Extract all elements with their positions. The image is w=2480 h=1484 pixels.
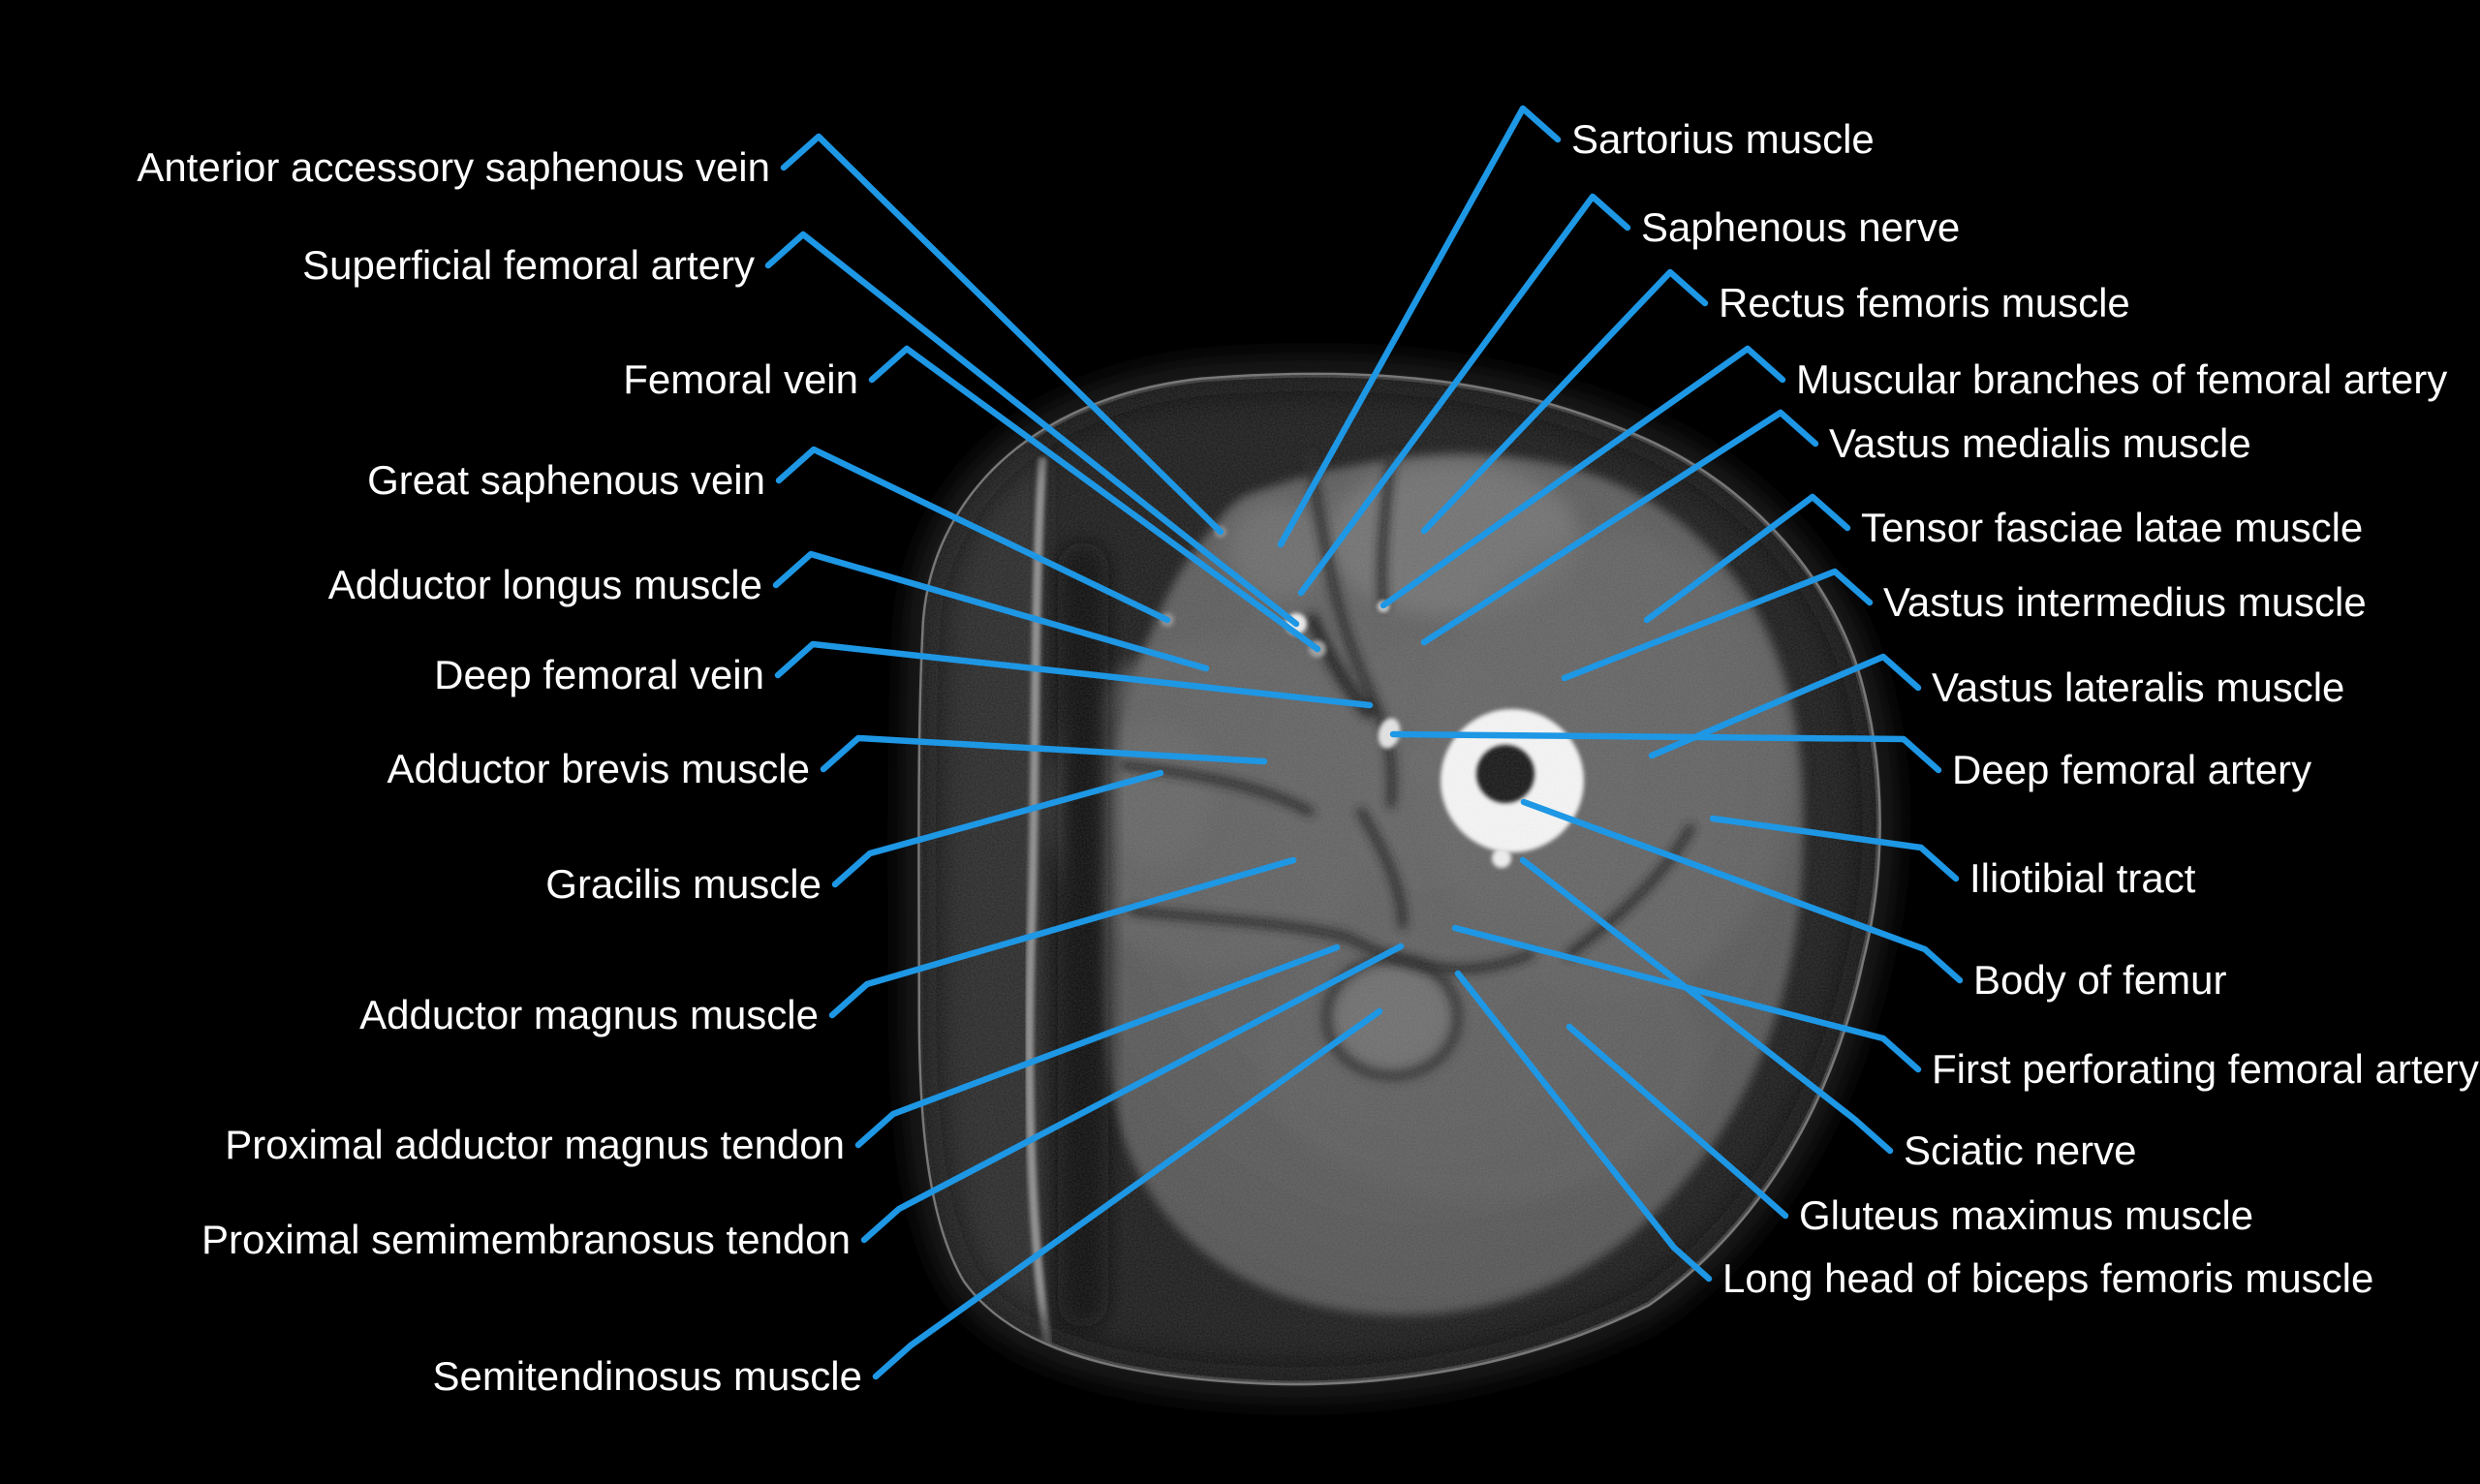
anterior-accessory-saphenous-vein-leader-line [780, 133, 1224, 536]
gracilis-muscle-leader-line [831, 769, 1164, 888]
vastus-medialis-muscle-label: Vastus medialis muscle [1829, 420, 2251, 466]
tensor-fasciae-latae-muscle-label: Tensor fasciae latae muscle [1861, 505, 2364, 550]
deep-femoral-vein-leader-line [774, 640, 1374, 709]
deep-femoral-artery-leader-line [1389, 730, 1942, 774]
proximal-adductor-magnus-tendon-label: Proximal adductor magnus tendon [225, 1122, 845, 1167]
adductor-brevis-muscle-label: Adductor brevis muscle [387, 746, 810, 791]
leader-lines [764, 105, 1964, 1380]
ct-noise-texture [919, 375, 1879, 1383]
femoral-vein-leader-line [868, 345, 1321, 653]
vastus-intermedius-muscle-label: Vastus intermedius muscle [1883, 579, 2367, 625]
saphenous-nerve-leader-line [1297, 193, 1631, 597]
adductor-brevis-muscle-leader-line [820, 734, 1268, 773]
muscular-branches-of-femoral-artery-leader-line [1380, 345, 1786, 609]
vastus-lateralis-muscle-leader-line [1648, 653, 1922, 759]
muscular-branches-of-femoral-artery-label: Muscular branches of femoral artery [1796, 356, 2448, 402]
body-of-femur-label: Body of femur [1973, 957, 2227, 1003]
superficial-femoral-artery-label: Superficial femoral artery [302, 242, 755, 288]
vastus-lateralis-muscle-label: Vastus lateralis muscle [1932, 665, 2345, 710]
first-perforating-femoral-artery-label: First perforating femoral artery [1932, 1046, 2479, 1092]
long-head-of-biceps-femoris-muscle-leader-line [1454, 970, 1713, 1283]
long-head-of-biceps-femoris-muscle-label: Long head of biceps femoris muscle [1722, 1255, 2374, 1301]
proximal-adductor-magnus-tendon-leader-line [854, 943, 1341, 1149]
vastus-medialis-muscle-leader-line [1420, 409, 1819, 646]
sartorius-muscle-leader-line [1277, 105, 1562, 548]
gluteus-maximus-muscle-leader-line [1566, 1023, 1789, 1220]
proximal-semimembranosus-tendon-leader-line [860, 943, 1405, 1244]
rectus-femoris-muscle-label: Rectus femoris muscle [1719, 280, 2130, 325]
great-saphenous-vein-leader-line [775, 446, 1171, 624]
first-perforating-femoral-artery-leader-line [1451, 924, 1922, 1073]
ct-internal-anatomy [919, 375, 1879, 1383]
tensor-fasciae-latae-muscle-leader-line [1643, 493, 1851, 624]
proximal-semimembranosus-tendon-label: Proximal semimembranosus tendon [202, 1217, 851, 1262]
sciatic-nerve-label: Sciatic nerve [1904, 1128, 2137, 1173]
adductor-longus-muscle-leader-line [772, 550, 1210, 672]
adductor-magnus-muscle-leader-line [828, 856, 1297, 1019]
gluteus-maximus-muscle-label: Gluteus maximus muscle [1799, 1192, 2254, 1238]
sciatic-nerve-leader-line [1519, 856, 1894, 1155]
great-saphenous-vein-label: Great saphenous vein [367, 457, 765, 503]
deep-femoral-artery-label: Deep femoral artery [1952, 747, 2312, 792]
semitendinosus-muscle-label: Semitendinosus muscle [432, 1353, 862, 1399]
adductor-magnus-muscle-label: Adductor magnus muscle [359, 992, 819, 1037]
iliotibial-tract-label: Iliotibial tract [1969, 855, 2196, 901]
saphenous-nerve-label: Saphenous nerve [1641, 204, 1961, 250]
femoral-vein-label: Femoral vein [623, 356, 858, 402]
vastus-intermedius-muscle-leader-line [1561, 568, 1874, 682]
sartorius-muscle-label: Sartorius muscle [1571, 116, 1875, 162]
gracilis-muscle-label: Gracilis muscle [545, 861, 822, 907]
rectus-femoris-muscle-leader-line [1420, 268, 1709, 535]
anterior-accessory-saphenous-vein-label: Anterior accessory saphenous vein [137, 144, 770, 190]
semitendinosus-muscle-leader-line [872, 1007, 1383, 1380]
body-of-femur-leader-line [1520, 798, 1964, 984]
adductor-longus-muscle-label: Adductor longus muscle [327, 562, 762, 607]
deep-femoral-vein-label: Deep femoral vein [434, 652, 764, 697]
superficial-femoral-artery-leader-line [764, 231, 1300, 628]
iliotibial-tract-leader-line [1709, 815, 1960, 882]
